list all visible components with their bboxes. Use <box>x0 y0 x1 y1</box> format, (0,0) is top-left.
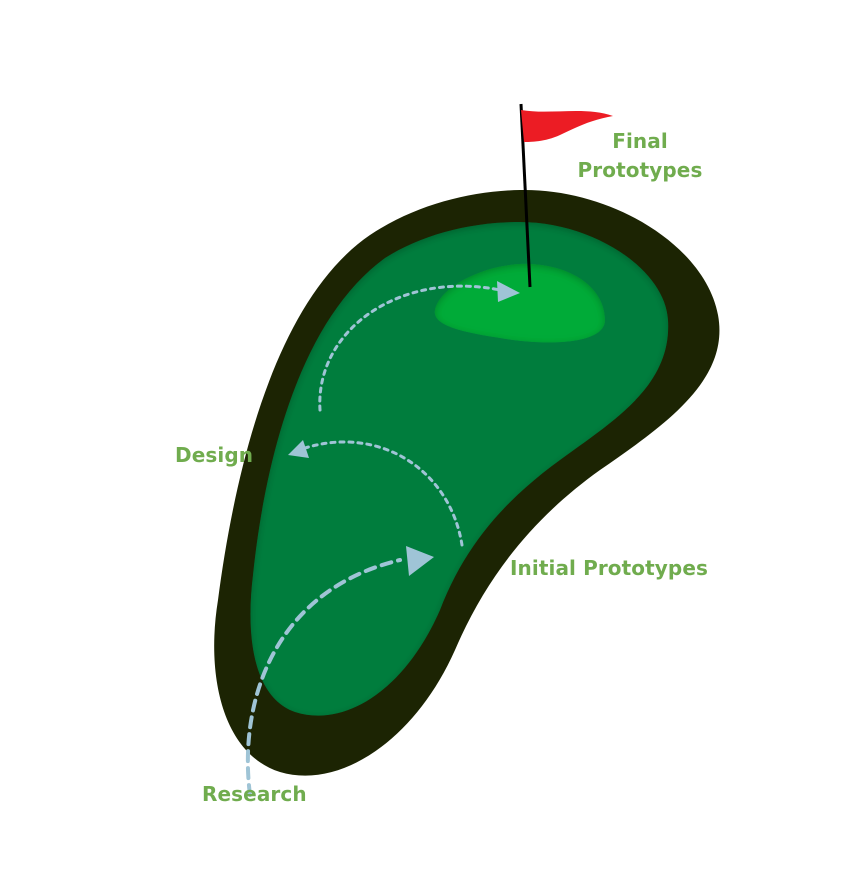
label-final-line2: Prototypes <box>560 156 720 185</box>
label-final-line1: Final <box>560 127 720 156</box>
label-design: Design <box>175 441 253 470</box>
label-initial-prototypes: Initial Prototypes <box>510 554 708 583</box>
label-research: Research <box>202 780 307 809</box>
label-final-prototypes: Final Prototypes <box>560 127 720 185</box>
